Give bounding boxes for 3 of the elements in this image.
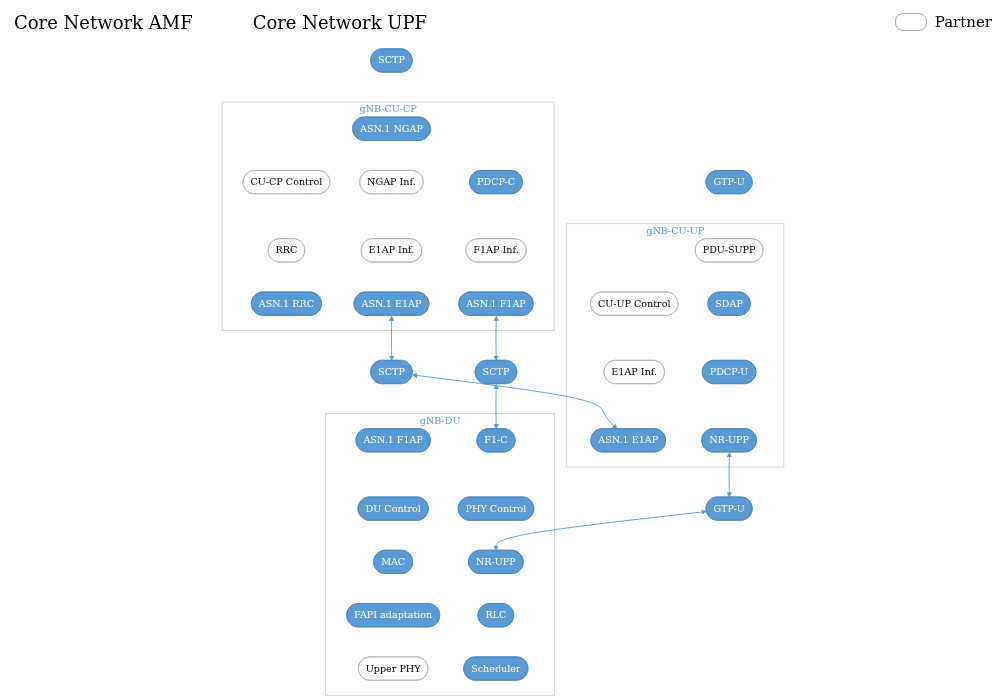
heading-label: Core Network AMF (14, 11, 193, 33)
heading-label: Core Network UPF (252, 11, 428, 33)
legend-label: Partner (934, 13, 992, 31)
